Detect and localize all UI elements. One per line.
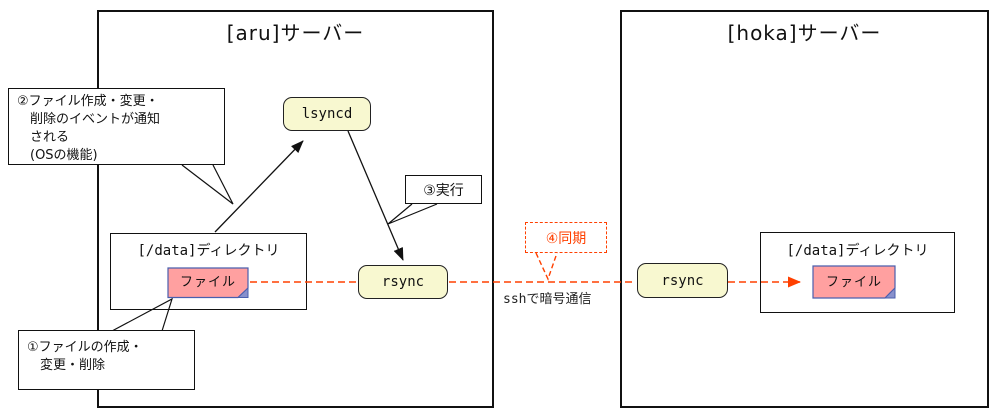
server-box-hoka: [620, 10, 989, 408]
server-title-aru: [aru]サーバー: [226, 21, 365, 45]
directory-label-hoka: [/data]ディレクトリ: [786, 243, 929, 259]
node-rsync-aru: rsync: [358, 265, 448, 299]
file-note-label-hoka: ファイル: [825, 275, 882, 290]
callout-tail-step4: [535, 252, 558, 281]
directory-label-aru: [/data]ディレクトリ: [137, 243, 280, 259]
file-note-label-aru: ファイル: [179, 275, 236, 290]
ssh-encrypted-link-label: sshで暗号通信: [503, 292, 592, 307]
callout-step2-event-notify: ②ファイル作成・変更・ 削除のイベントが通知 される (OSの機能): [8, 88, 225, 165]
node-rsync-hoka: rsync: [637, 263, 728, 298]
callout-step1-file-change: ①ファイルの作成・ 変更・削除: [18, 330, 195, 390]
server-title-hoka: [hoka]サーバー: [727, 21, 882, 45]
callout-step3-execute: ③実行: [405, 175, 482, 204]
callout-step4-sync: ④同期: [525, 222, 607, 253]
node-lsyncd: lsyncd: [283, 97, 371, 131]
